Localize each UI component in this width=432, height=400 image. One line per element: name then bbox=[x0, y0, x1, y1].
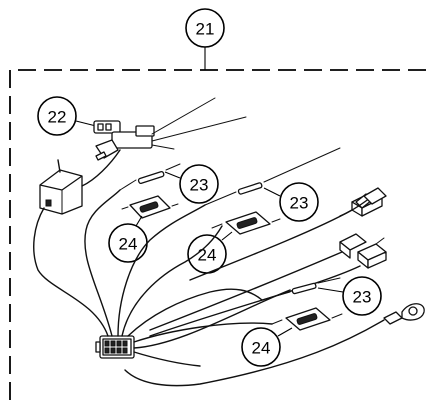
clip-lower bbox=[271, 307, 343, 331]
callout-21-label: 21 bbox=[196, 20, 215, 39]
clip-upper bbox=[121, 195, 179, 219]
callout-23-lower-label: 23 bbox=[353, 288, 372, 307]
callout-22-label: 22 bbox=[48, 108, 67, 127]
callout-23-lower: 23 bbox=[317, 276, 382, 316]
fuse-holder bbox=[93, 120, 155, 161]
clip-middle bbox=[211, 211, 281, 235]
plug-right-upper bbox=[339, 187, 387, 217]
callout-23-middle-label: 23 bbox=[290, 194, 309, 213]
callout-24-lower: 24 bbox=[241, 327, 293, 367]
callout-24-lower-label: 24 bbox=[252, 339, 271, 358]
callout-21: 21 bbox=[185, 8, 225, 48]
fuse-holder-wires bbox=[151, 97, 247, 150]
assembly-boundary bbox=[9, 46, 432, 400]
power-block bbox=[39, 149, 121, 215]
callout-24-middle-label: 24 bbox=[198, 246, 217, 265]
connector-right-pair bbox=[149, 233, 387, 337]
splice-upper-wires bbox=[119, 163, 181, 191]
ring-terminal bbox=[124, 303, 425, 387]
harness-bundle bbox=[33, 189, 291, 367]
callout-23-upper: 23 bbox=[164, 164, 219, 204]
callout-23-middle: 23 bbox=[263, 182, 319, 222]
callout-23-upper-label: 23 bbox=[190, 176, 209, 195]
callout-24-upper: 24 bbox=[108, 215, 148, 263]
main-connector bbox=[95, 335, 135, 359]
callout-24-middle: 24 bbox=[187, 231, 233, 274]
callout-24-upper-label: 24 bbox=[119, 235, 138, 254]
callout-22: 22 bbox=[37, 96, 97, 136]
splice-middle bbox=[204, 147, 341, 206]
